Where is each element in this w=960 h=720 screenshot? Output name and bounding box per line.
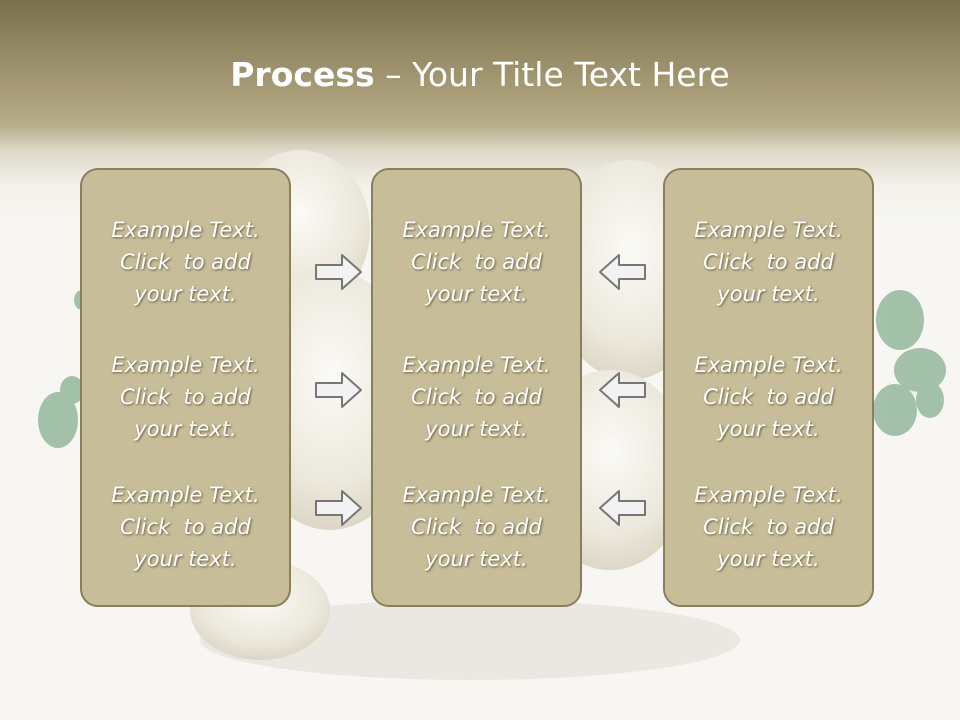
- text-block[interactable]: Example Text. Click to add your text.: [373, 479, 580, 575]
- text-line: Example Text.: [694, 483, 843, 507]
- text-block[interactable]: Example Text. Click to add your text.: [665, 214, 872, 310]
- process-panel-left[interactable]: Example Text. Click to add your text. Ex…: [80, 168, 291, 607]
- text-line: Click to add: [120, 515, 251, 539]
- text-block[interactable]: Example Text. Click to add your text.: [82, 214, 289, 310]
- text-line: Click to add: [120, 250, 251, 274]
- parsley-leaf-right: [873, 290, 946, 436]
- arrow-right-icon: [315, 490, 362, 526]
- text-block[interactable]: Example Text. Click to add your text.: [373, 214, 580, 310]
- text-line: your text.: [425, 547, 528, 571]
- arrow-right-icon: [315, 372, 362, 408]
- text-line: Click to add: [411, 515, 542, 539]
- text-line: Example Text.: [402, 483, 551, 507]
- text-block[interactable]: Example Text. Click to add your text.: [373, 349, 580, 445]
- title-bold: Process: [230, 55, 375, 94]
- text-line: Example Text.: [694, 353, 843, 377]
- text-line: Click to add: [703, 250, 834, 274]
- text-line: your text.: [717, 547, 820, 571]
- text-block[interactable]: Example Text. Click to add your text.: [665, 479, 872, 575]
- arrow-left-icon: [599, 372, 646, 408]
- text-line: Click to add: [703, 385, 834, 409]
- text-block[interactable]: Example Text. Click to add your text.: [665, 349, 872, 445]
- text-line: Example Text.: [111, 483, 260, 507]
- title-rest: – Your Title Text Here: [374, 55, 730, 94]
- text-line: your text.: [717, 282, 820, 306]
- text-block[interactable]: Example Text. Click to add your text.: [82, 349, 289, 445]
- text-line: your text.: [425, 417, 528, 441]
- text-line: your text.: [717, 417, 820, 441]
- text-line: your text.: [134, 417, 237, 441]
- text-line: Click to add: [703, 515, 834, 539]
- text-line: your text.: [134, 282, 237, 306]
- text-line: your text.: [425, 282, 528, 306]
- text-line: Click to add: [120, 385, 251, 409]
- slide-title[interactable]: Process – Your Title Text Here: [0, 50, 960, 100]
- text-line: Example Text.: [694, 218, 843, 242]
- process-panel-right[interactable]: Example Text. Click to add your text. Ex…: [663, 168, 874, 607]
- text-line: Example Text.: [111, 218, 260, 242]
- process-panel-center[interactable]: Example Text. Click to add your text. Ex…: [371, 168, 582, 607]
- arrow-left-icon: [599, 254, 646, 290]
- text-line: your text.: [134, 547, 237, 571]
- text-line: Example Text.: [111, 353, 260, 377]
- text-line: Click to add: [411, 250, 542, 274]
- arrow-right-icon: [315, 254, 362, 290]
- text-line: Example Text.: [402, 353, 551, 377]
- text-block[interactable]: Example Text. Click to add your text.: [82, 479, 289, 575]
- text-line: Example Text.: [402, 218, 551, 242]
- shadow-shape: [200, 600, 740, 680]
- arrow-left-icon: [599, 490, 646, 526]
- text-line: Click to add: [411, 385, 542, 409]
